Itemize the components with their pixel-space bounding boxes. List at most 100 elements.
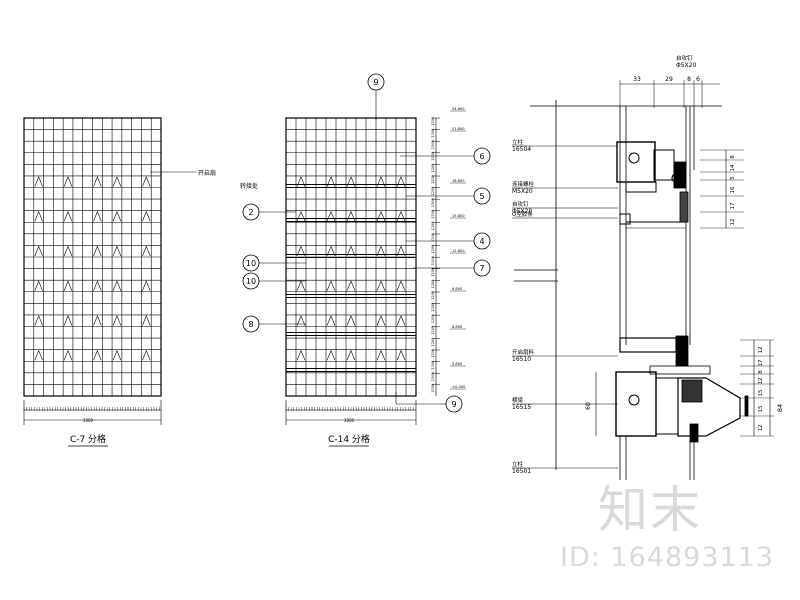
level-mark: 3.800 <box>452 362 463 366</box>
ruler-dim: 1200 <box>431 198 435 207</box>
callout-bubble <box>242 272 260 290</box>
side-label: 转接处 <box>240 182 258 190</box>
level-mark: 24.800 <box>452 107 465 111</box>
ruler-dim: 1200 <box>431 314 435 323</box>
vent-symbol <box>93 280 102 291</box>
right-dimension: 15 <box>758 389 764 396</box>
ruler-dim: 1200 <box>431 326 435 335</box>
vent-symbol <box>112 280 122 291</box>
ruler-dim: 1200 <box>431 163 435 172</box>
vent-symbol <box>63 349 73 361</box>
vent-symbol <box>396 280 406 291</box>
ruler-dim: 1200 <box>431 221 435 230</box>
ruler-dim: 1200 <box>431 129 435 138</box>
vent-symbol <box>63 176 73 187</box>
vent-symbol <box>112 349 122 361</box>
level-mark: 21.800 <box>452 127 465 131</box>
ruler-dim: 1200 <box>431 279 435 288</box>
ruler-dim: 1200 <box>431 117 435 126</box>
bubble-number: 10 <box>246 259 256 268</box>
level-mark: 9.800 <box>452 287 463 291</box>
transom <box>615 371 657 437</box>
left-dimension-strip <box>23 400 162 425</box>
vent-symbol <box>93 315 102 326</box>
left-dimension-total: 3000 <box>83 418 94 423</box>
section-label-code: M5X20 <box>512 188 533 195</box>
vent-symbol <box>346 315 356 326</box>
ruler-dim: 1200 <box>431 152 435 161</box>
vent-symbol <box>112 176 122 187</box>
section-label-code: 16504 <box>512 146 531 153</box>
section-label-name: 立柱 <box>512 138 524 146</box>
section-label-name: 开启扇料 <box>512 348 535 356</box>
vent-symbol <box>326 280 336 291</box>
glazing-gasket <box>679 191 689 223</box>
callout-bubble <box>242 203 260 221</box>
bubble-number: 9 <box>373 78 378 87</box>
right-dimension: 14 <box>730 164 736 171</box>
bubble-number: 7 <box>479 264 484 273</box>
callout-bubble <box>445 395 463 413</box>
ruler-dim: 1200 <box>431 349 435 358</box>
vent-symbol <box>326 176 336 187</box>
callout-bubble <box>242 315 260 333</box>
vent-symbol <box>34 349 43 361</box>
bolt-head <box>628 394 640 406</box>
lower-sash <box>619 337 677 353</box>
level-mark: 6.800 <box>452 325 463 329</box>
middle-elevation-caption: C-14 分格 <box>328 433 370 445</box>
vent-symbol <box>376 176 386 187</box>
vent-symbol <box>112 315 122 326</box>
left-callout-label: 开启扇 <box>198 169 216 177</box>
right-dimension: 12 <box>758 347 764 354</box>
vent-symbol <box>346 210 356 222</box>
section-label-code: 16515 <box>512 404 531 411</box>
ruler-dim: 1200 <box>431 245 435 254</box>
top-dimension: 6 <box>696 76 700 83</box>
vent-symbol <box>34 245 43 257</box>
section-label-name: 横梁 <box>512 396 524 404</box>
vent-symbol <box>63 315 73 326</box>
right-dimension: 8 <box>758 370 764 374</box>
vent-symbol <box>376 245 386 257</box>
callout-bubble <box>473 147 491 165</box>
right-dimension: 12 <box>758 378 764 385</box>
vent-symbol <box>326 210 336 222</box>
vent-symbol <box>63 280 73 291</box>
section-detail <box>514 100 749 480</box>
center-dimension: 60 <box>585 402 592 410</box>
top-dimension: 8 <box>687 76 691 83</box>
vent-symbol <box>93 245 102 257</box>
callout-bubble <box>473 259 491 277</box>
vent-symbol <box>63 245 73 257</box>
vent-symbol <box>396 245 406 257</box>
vent-symbol <box>396 349 406 361</box>
vent-symbol <box>326 349 336 361</box>
right-dimension: 15 <box>758 405 764 412</box>
ruler-dim: 1200 <box>431 233 435 242</box>
vent-symbol <box>93 349 102 361</box>
ruler-dim: 1200 <box>431 303 435 312</box>
ruler-dim: 1200 <box>431 187 435 196</box>
bolt-head <box>628 152 640 164</box>
ruler-dim: 1200 <box>431 337 435 346</box>
ruler-dim: 1200 <box>431 291 435 300</box>
vent-symbol <box>93 176 102 187</box>
vent-symbol <box>142 245 151 257</box>
vent-symbol <box>376 210 386 222</box>
left-elevation-caption: C-7 分格 <box>70 433 106 445</box>
section-label-name: 立柱 <box>512 460 524 468</box>
vent-symbol <box>142 349 151 361</box>
callout-bubble <box>473 232 491 250</box>
structural-seal <box>681 379 703 403</box>
vent-symbol <box>296 315 306 326</box>
bubble-number: 10 <box>246 277 256 286</box>
vent-symbol <box>396 176 406 187</box>
vent-symbol <box>296 176 306 187</box>
vent-symbol <box>296 349 306 361</box>
middle-dimension-total: 3000 <box>344 418 355 423</box>
level-mark: 18.800 <box>452 179 465 183</box>
section-label-code: 16501 <box>512 468 531 475</box>
